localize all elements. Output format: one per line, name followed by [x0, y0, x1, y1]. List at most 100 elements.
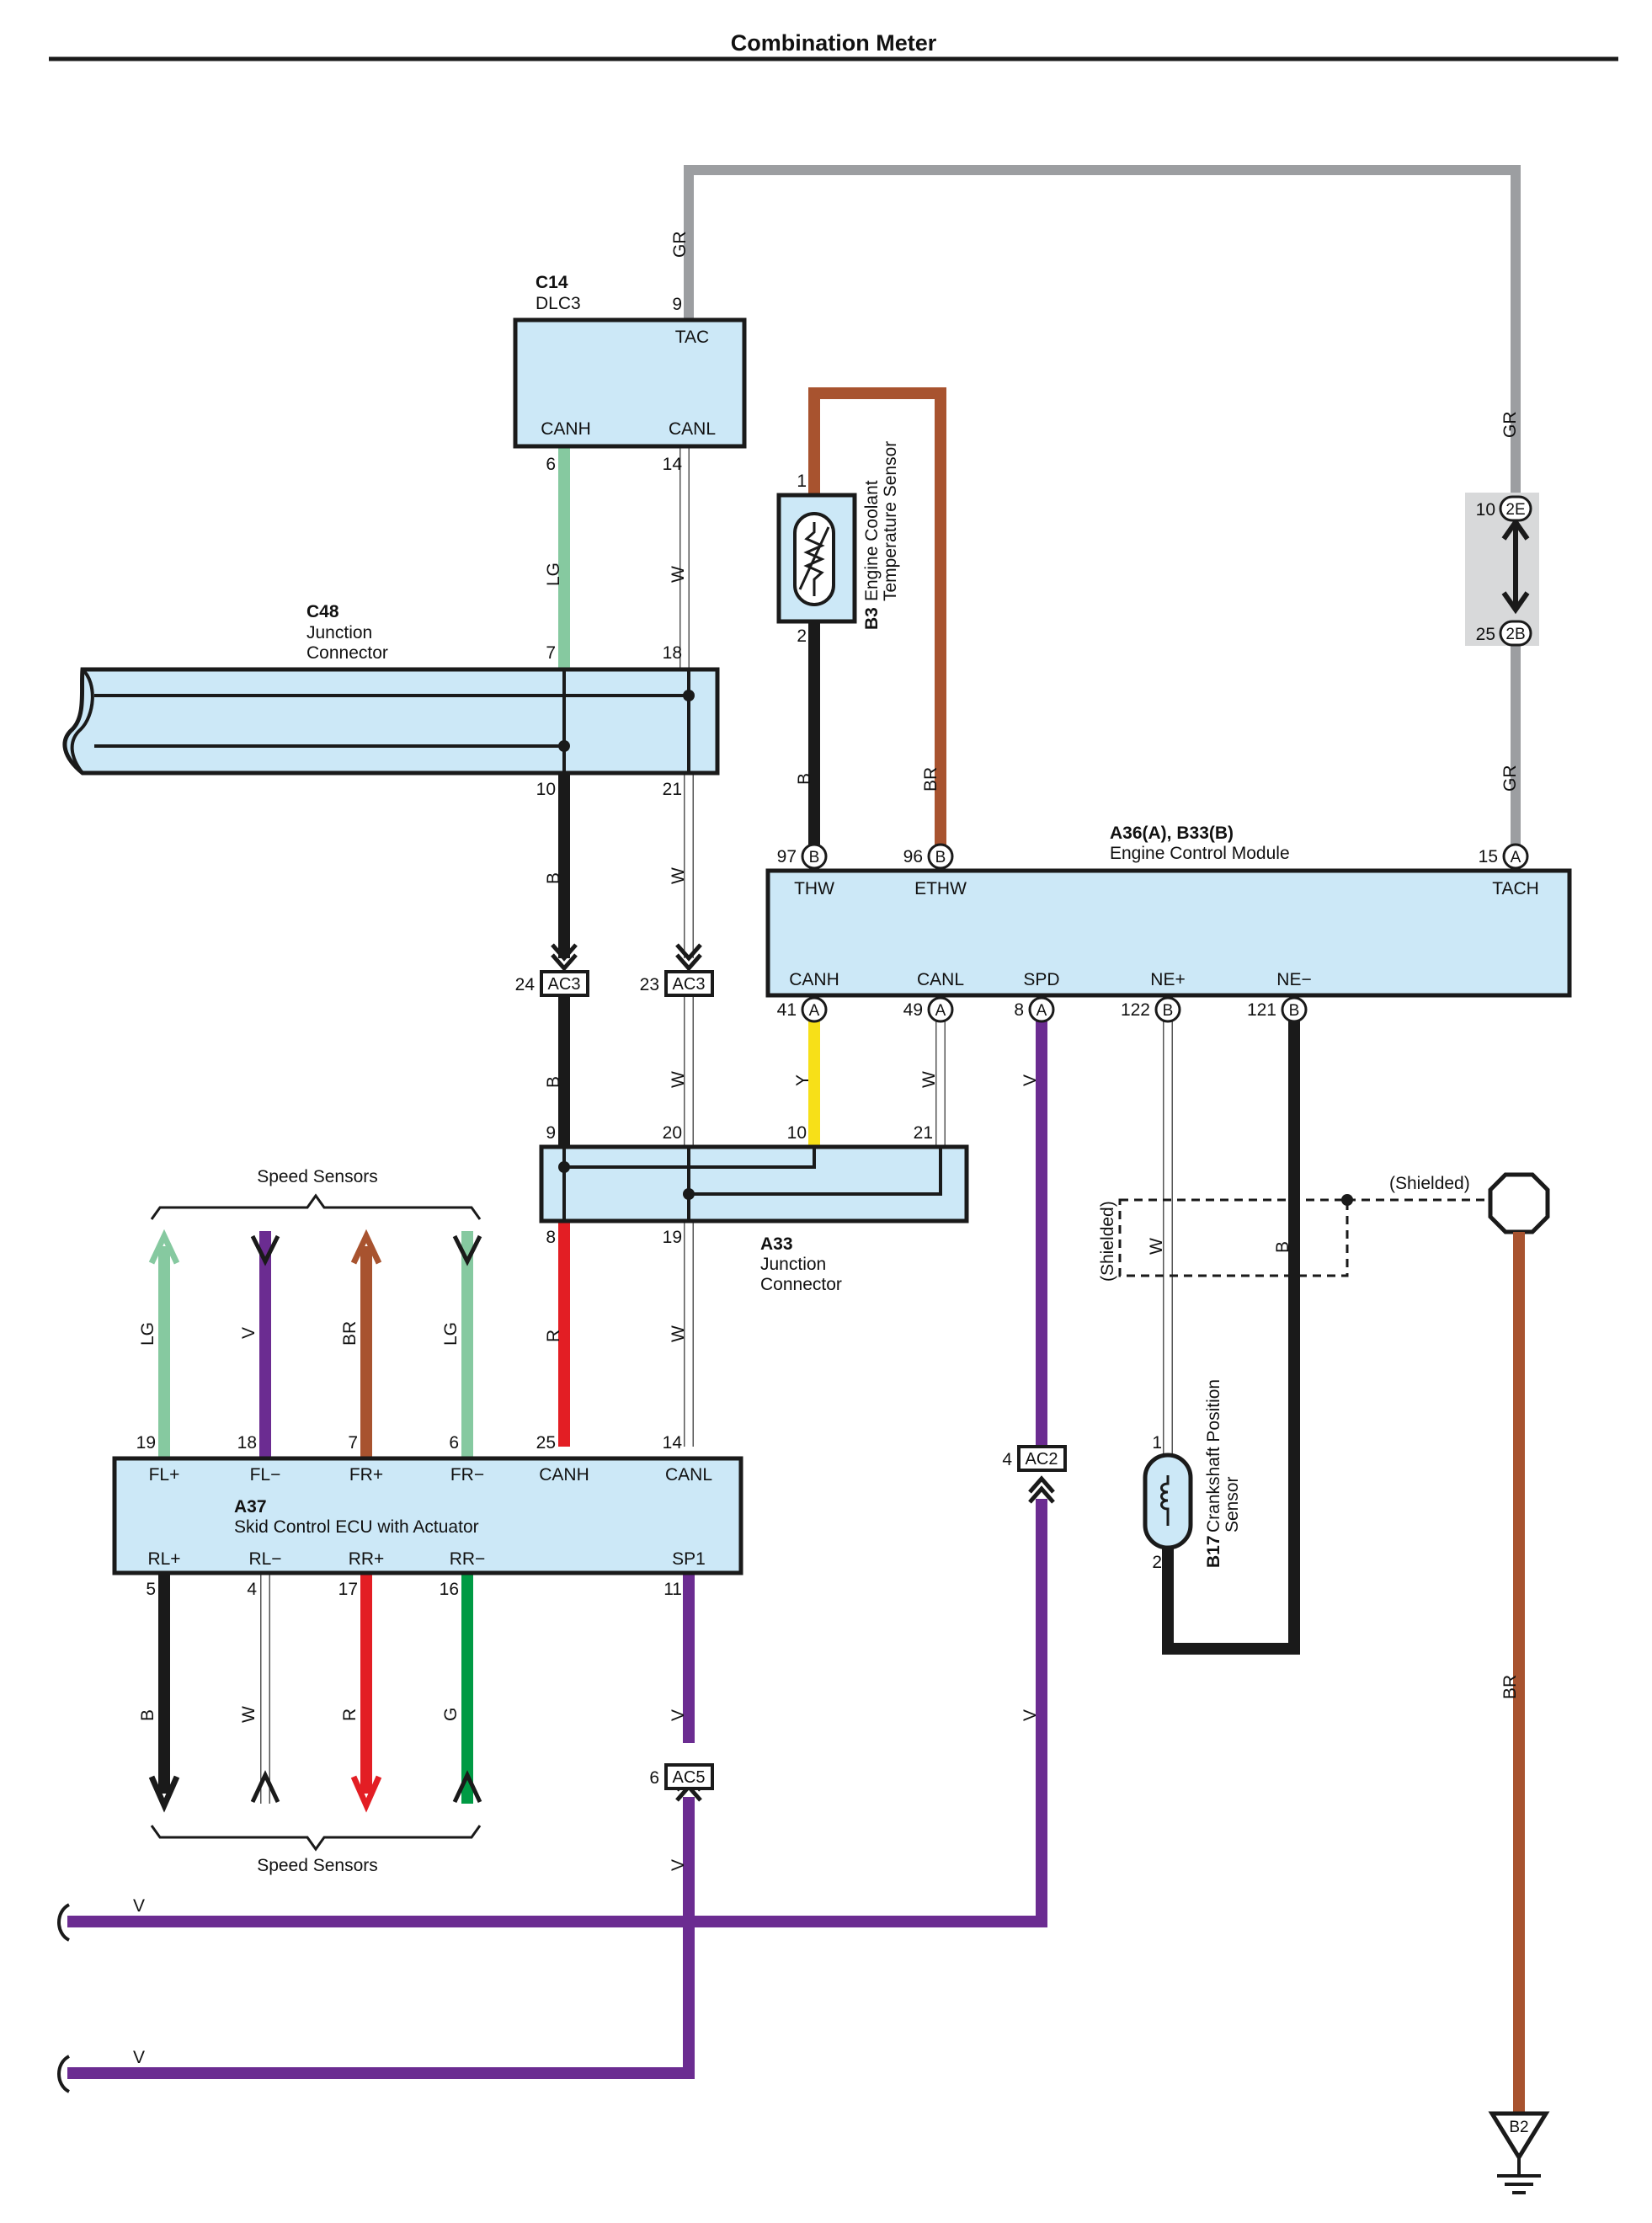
a33-bus-canh: [564, 1147, 816, 1169]
c14-canh-label: CANH: [541, 419, 591, 439]
c14-id: C14: [536, 273, 568, 292]
ecm-pin-spd: 8: [1014, 1000, 1024, 1020]
lbl-b-c48: B: [544, 872, 563, 884]
c48-break-edge: [70, 668, 94, 775]
lbl-rs-w: W: [239, 1706, 258, 1723]
lbl-gr-low: GR: [1500, 765, 1520, 792]
connector-ac5: AC5: [664, 1763, 714, 1790]
ecm-ethw-label: ETHW: [914, 879, 967, 898]
c48-name-1: Junction: [306, 623, 372, 642]
a37-frm-label: FR−: [450, 1465, 484, 1485]
c14-canl-label: CANL: [669, 419, 716, 439]
lbl-v-spd: V: [1021, 1074, 1040, 1086]
a37-pin-18: 18: [237, 1433, 257, 1453]
ecm-neminus-label: NE−: [1276, 970, 1311, 989]
lbl-br-ground: BR: [1500, 1675, 1520, 1699]
lbl-b-shield: B: [1273, 1241, 1292, 1253]
ecm-term-canh-letter: A: [809, 1002, 820, 1020]
wire-v-ac2-out: [67, 1499, 1047, 1927]
connector-ac3-24-label: AC3: [548, 975, 581, 994]
arrow-rr-minus: [452, 1770, 482, 1804]
arrow-fr-plus: [350, 1229, 382, 1265]
ecm-pin-canl: 49: [903, 1000, 923, 1020]
a33-id: A33: [760, 1234, 793, 1254]
lbl-b-ac3: B: [544, 1076, 563, 1088]
b17-name-1: Crankshaft Position: [1204, 1379, 1223, 1533]
ecm-spd-label: SPD: [1023, 970, 1059, 989]
shielded-label-left: (Shielded): [1098, 1201, 1117, 1282]
a37-pin-17: 17: [338, 1580, 358, 1599]
speed-sensors-bottom-label: Speed Sensors: [257, 1856, 378, 1875]
wire-break-1: [57, 1903, 71, 1942]
b17-pin-2: 2: [1152, 1553, 1162, 1572]
lbl-w-shield: W: [1147, 1238, 1166, 1255]
ecm-term-canl-letter: A: [935, 1002, 946, 1020]
a33-pin-21: 21: [914, 1123, 933, 1143]
a33-pin-8: 8: [546, 1228, 556, 1247]
ground-b2-triangle: [1488, 2111, 1550, 2162]
junction-2e-pin: 10: [1476, 500, 1495, 520]
ecm-name: Engine Control Module: [1110, 844, 1290, 863]
arrow-fl-plus: [148, 1229, 180, 1265]
ecm-thw-label: THW: [794, 879, 834, 898]
a37-rrp-label: RR+: [349, 1549, 385, 1569]
a37-pin-6: 6: [449, 1433, 459, 1453]
a37-flp-label: FL+: [149, 1465, 180, 1485]
b17-label-group: B17 Crankshaft Position Sensor: [1204, 1379, 1242, 1568]
b17-pin-1: 1: [1152, 1433, 1162, 1453]
ecm-canl-label: CANL: [917, 970, 964, 989]
a37-name: Skid Control ECU with Actuator: [234, 1517, 479, 1537]
a33-dot-canl: [683, 1188, 695, 1200]
page-title: Combination Meter: [731, 30, 937, 56]
ecm-term-canh: A: [801, 996, 828, 1023]
c48-pin-7: 7: [546, 643, 556, 663]
c48-pin-21: 21: [663, 780, 682, 799]
wire-v-ac5-out: [67, 1797, 695, 2079]
arrow-rl-minus: [250, 1770, 280, 1804]
connector-ac3-23: AC3: [664, 970, 714, 997]
b17-name-2: Sensor: [1223, 1476, 1242, 1533]
a33-pin-19: 19: [663, 1228, 682, 1247]
c14-name: DLC3: [536, 294, 581, 313]
connector-ac3-23-label: AC3: [673, 975, 706, 994]
a33-name-1: Junction: [760, 1255, 826, 1274]
lbl-rs-g: G: [441, 1708, 461, 1721]
a37-pin-7: 7: [348, 1433, 358, 1453]
a37-flm-label: FL−: [250, 1465, 281, 1485]
ecm-pin-tach: 15: [1479, 847, 1498, 866]
c14-pin-canh: 6: [546, 455, 556, 474]
ecm-tach-label: TACH: [1492, 879, 1539, 898]
b3-name-1: Engine Coolant: [862, 480, 882, 601]
a37-canh-label: CANH: [539, 1465, 589, 1485]
c14-tac-label: TAC: [675, 328, 709, 347]
wire-color-labels: GR GR GR LG W B BR B W B W Y W V R W W B…: [138, 232, 1520, 1872]
c14-dlc3-box: [513, 317, 747, 449]
a33-name-2: Connector: [760, 1275, 842, 1294]
lbl-w-ac3: W: [669, 1071, 688, 1088]
c48-dot-canh: [558, 740, 570, 752]
shielded-label-right: (Shielded): [1389, 1174, 1470, 1193]
a33-pin-10: 10: [787, 1123, 807, 1143]
lbl-rs-b: B: [138, 1709, 157, 1721]
speed-sensors-top-label: Speed Sensors: [257, 1167, 378, 1186]
arrow-fl-minus: [250, 1234, 280, 1266]
junction-2e-term: 2E: [1499, 495, 1532, 522]
a37-ecu-box: [112, 1456, 743, 1575]
connector-ac3-23-pin: 23: [640, 975, 659, 994]
ecm-term-ethw: B: [927, 843, 954, 870]
connector-ac2: AC2: [1017, 1445, 1067, 1472]
c48-junction-box: [62, 667, 720, 776]
shield-box: [1118, 1198, 1349, 1277]
b3-name-2: Temperature Sensor: [881, 441, 900, 601]
ecm-term-neplus: B: [1154, 996, 1181, 1023]
speed-sensors-brace-top: [150, 1193, 482, 1220]
c14-pin-tac: 9: [672, 295, 682, 314]
connector-ac2-label: AC2: [1026, 1450, 1058, 1469]
ecm-term-neminus: B: [1281, 996, 1308, 1023]
speed-sensors-brace-bottom: [150, 1825, 482, 1852]
ecm-pin-neplus: 122: [1121, 1000, 1150, 1020]
ecm-pin-neminus: 121: [1247, 1000, 1276, 1020]
ecm-pin-canh: 41: [777, 1000, 797, 1020]
a37-pin-14: 14: [663, 1433, 683, 1453]
